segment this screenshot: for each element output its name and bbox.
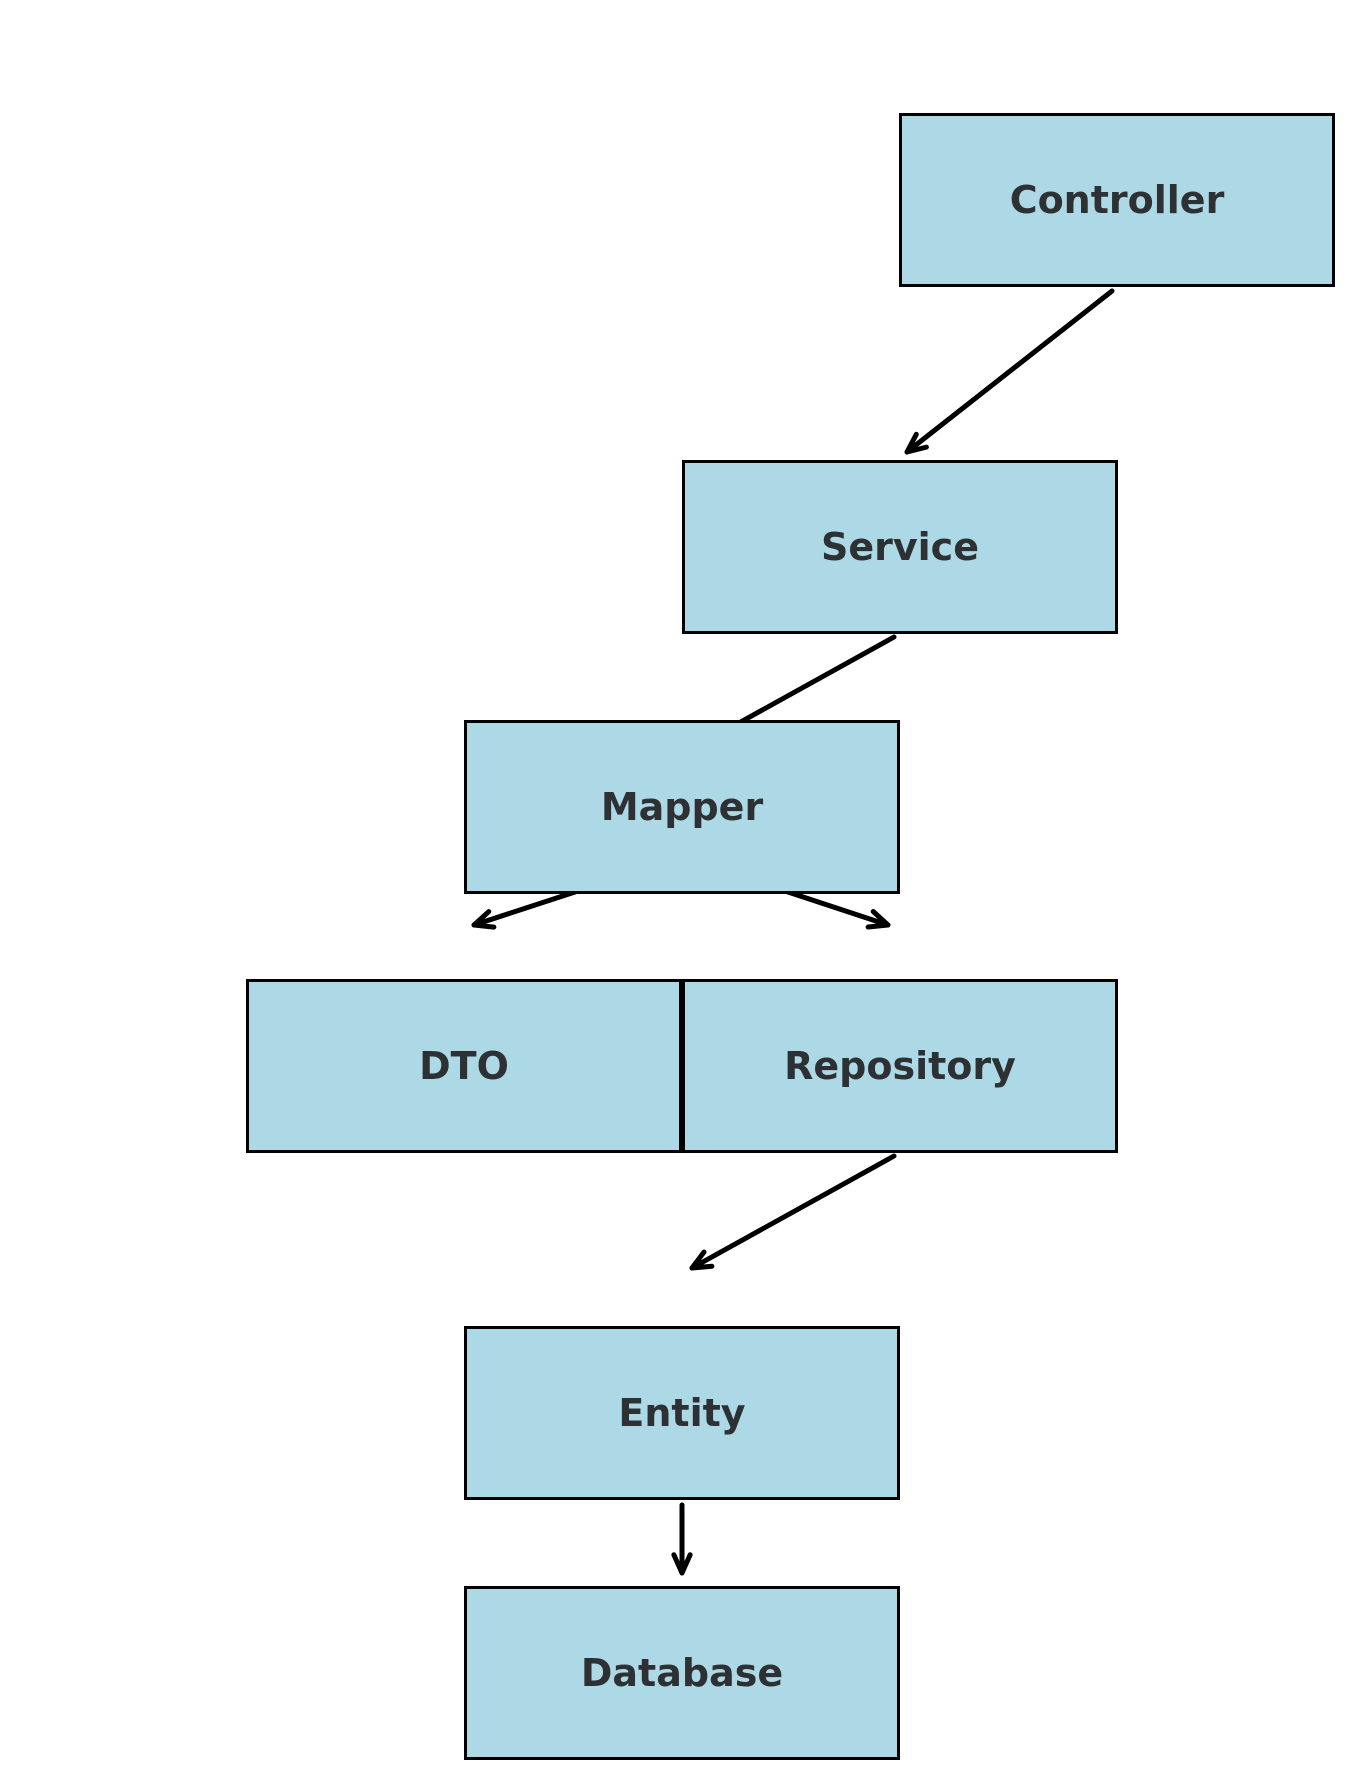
arrow-entity-to-database: [671, 1502, 693, 1576]
arrow-line: [904, 288, 1115, 455]
arrowhead-icon: [865, 909, 891, 930]
mapper-node: Mapper: [464, 720, 900, 894]
arrowhead-icon: [471, 909, 497, 930]
arrow-line: [689, 1153, 897, 1271]
arrow-repository-to-entity: [689, 1153, 897, 1271]
arrow-controller-to-service: [904, 288, 1115, 455]
controller-label: Controller: [1009, 178, 1225, 222]
controller-node: Controller: [899, 113, 1335, 287]
entity-node: Entity: [464, 1326, 900, 1500]
entity-label: Entity: [618, 1391, 746, 1435]
repository-label: Repository: [784, 1044, 1016, 1088]
repository-node: Repository: [682, 979, 1118, 1153]
service-node: Service: [682, 460, 1118, 634]
arrowhead-icon: [671, 1552, 693, 1576]
service-label: Service: [821, 525, 979, 569]
mapper-label: Mapper: [600, 785, 764, 829]
dto-label: DTO: [419, 1044, 509, 1088]
arrowhead-icon: [904, 431, 929, 455]
database-node: Database: [464, 1586, 900, 1760]
dto-node: DTO: [246, 979, 682, 1153]
database-label: Database: [580, 1651, 784, 1695]
arrowhead-icon: [689, 1249, 715, 1271]
